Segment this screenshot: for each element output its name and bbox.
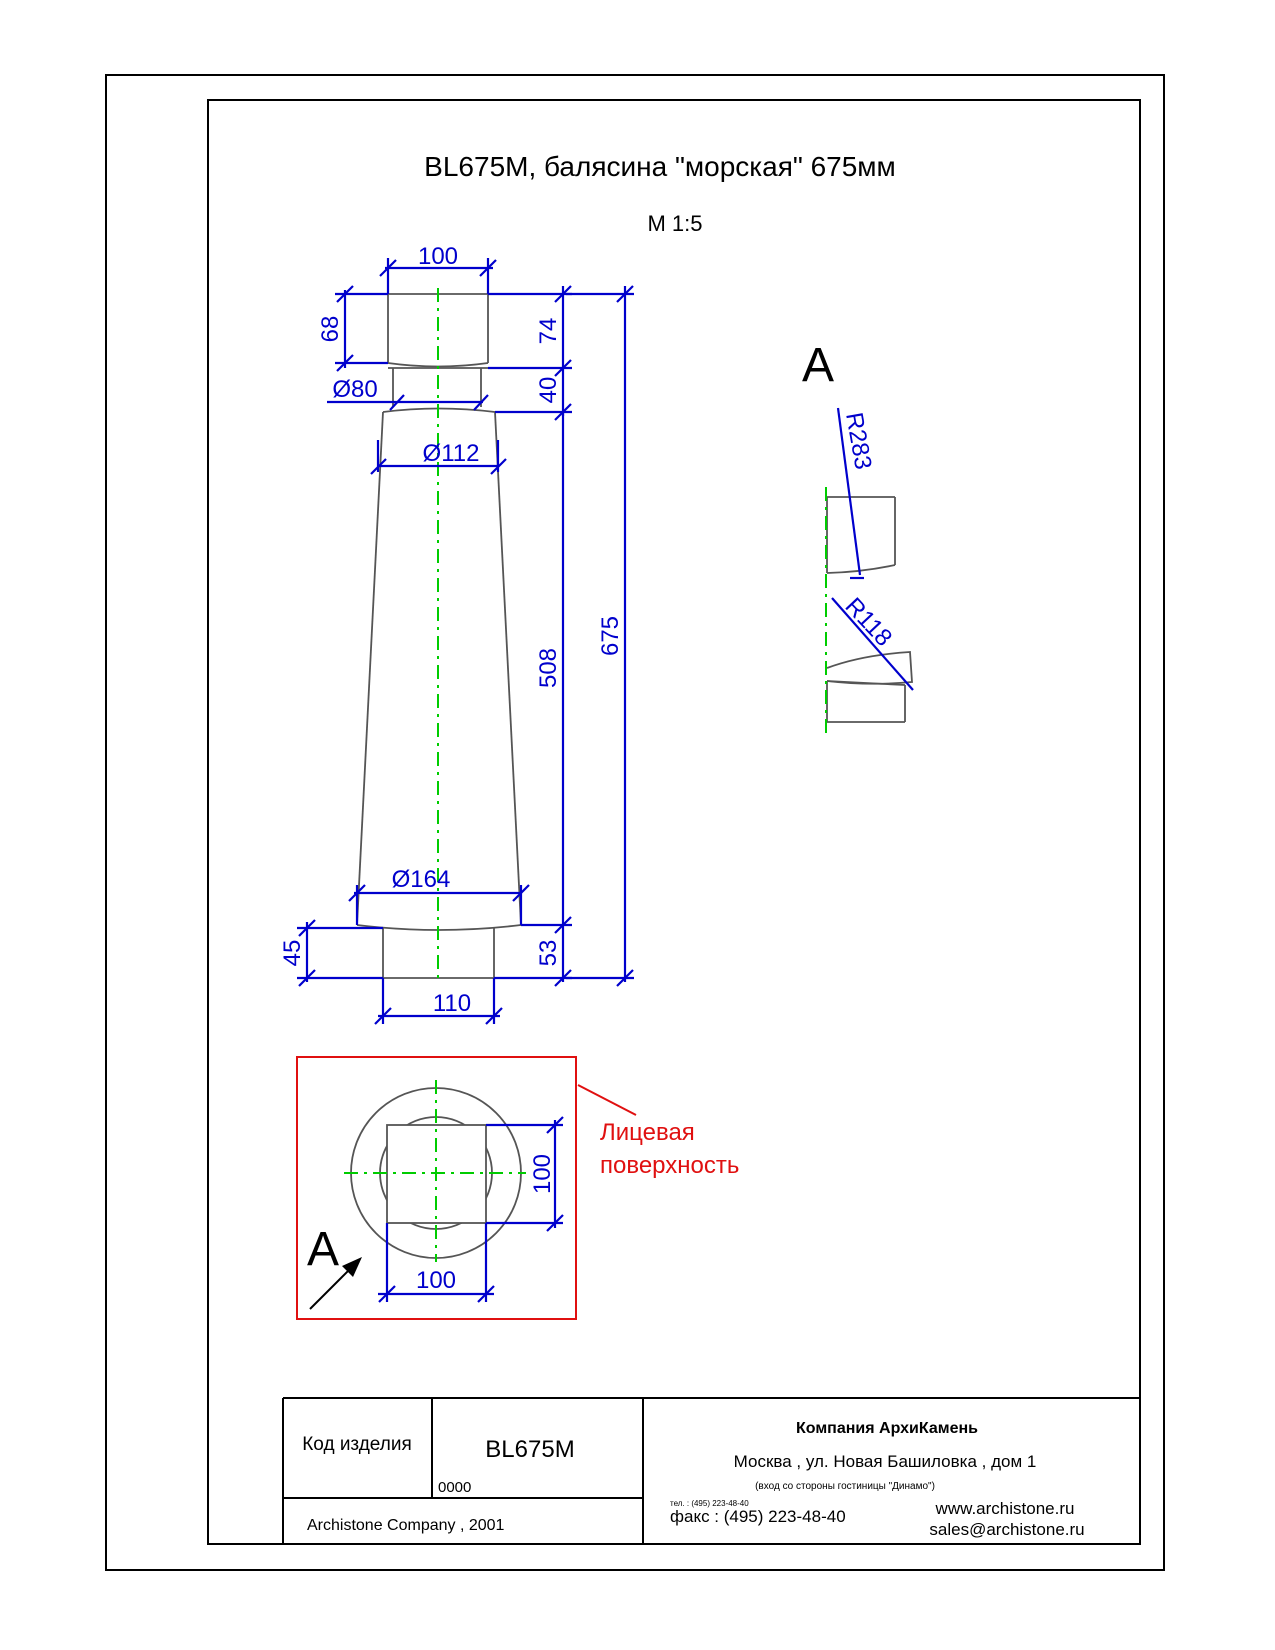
dim-lower-diameter: Ø164	[392, 866, 451, 893]
plan-view-a-label: A	[307, 1223, 339, 1276]
product-code-number: 0000	[438, 1479, 471, 1496]
dim-radius-bottom: R118	[840, 593, 898, 652]
fax-number: факс : (495) 223-48-40	[670, 1507, 846, 1526]
dim-body-height: 508	[535, 648, 562, 688]
plan-view-frame	[296, 1056, 577, 1320]
plan-dimension-lines	[378, 1116, 564, 1303]
face-note-line1: Лицевая	[600, 1119, 695, 1146]
dim-top-height: 68	[317, 316, 344, 343]
view-direction-arrow	[309, 1257, 362, 1310]
face-leader-line	[577, 1084, 637, 1116]
copyright: Archistone Company , 2001	[307, 1517, 505, 1534]
plan-dim-height: 100	[529, 1154, 556, 1194]
product-code-value: BL675M	[485, 1436, 574, 1463]
company-name: Компания АрхиКамень	[796, 1420, 978, 1437]
company-address: Москва , ул. Новая Башиловка , дом 1	[734, 1452, 1037, 1471]
dim-base-right: 53	[535, 940, 562, 967]
dim-top-right: 74	[535, 318, 562, 345]
drawing-title: BL675M, балясина "морская" 675мм	[424, 151, 896, 182]
inner-frame	[207, 99, 1141, 1545]
dim-total-height: 675	[597, 616, 624, 656]
plan-dim-width: 100	[416, 1267, 456, 1294]
dim-base-width: 110	[433, 990, 471, 1017]
dimension-lines	[297, 258, 634, 1025]
dim-top-width: 100	[418, 243, 458, 270]
outer-frame	[105, 74, 1165, 1571]
website-link[interactable]: www.archistone.ru	[935, 1499, 1075, 1518]
dim-neck-diameter: Ø80	[332, 376, 377, 403]
face-note-line2: поверхность	[600, 1152, 739, 1179]
address-note: (вход со стороны гостиницы "Динамо")	[755, 1481, 935, 1492]
dim-upper-diameter: Ø112	[423, 440, 480, 467]
view-a-label: A	[802, 339, 834, 392]
title-block	[282, 1397, 1140, 1544]
product-code-label: Код изделия	[302, 1434, 412, 1455]
drawing-scale: М 1:5	[647, 211, 702, 236]
phone-small: тел. : (495) 223-48-40	[670, 1499, 749, 1508]
dim-base-height: 45	[279, 940, 306, 967]
dim-neck-height: 40	[535, 377, 562, 404]
email-link[interactable]: sales@archistone.ru	[929, 1520, 1084, 1539]
